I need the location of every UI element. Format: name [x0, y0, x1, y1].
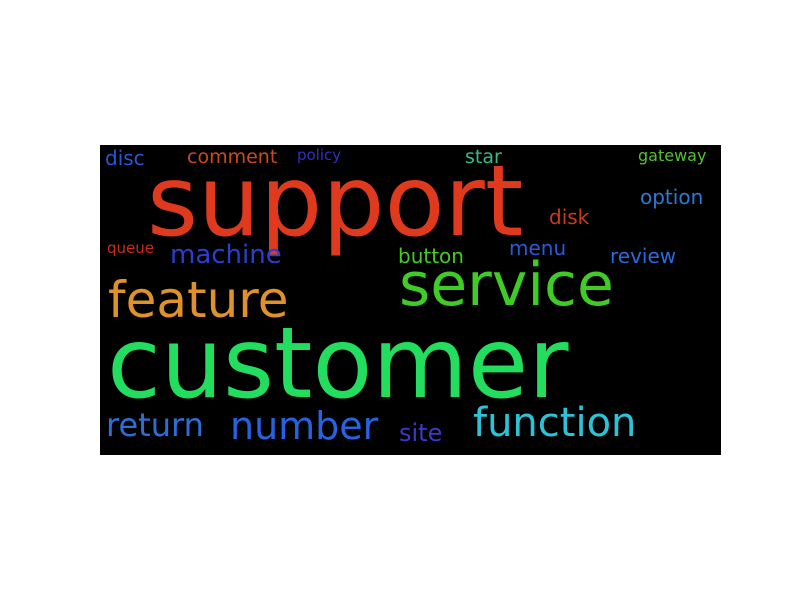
- word-disc: disc: [105, 146, 145, 170]
- word-menu: menu: [509, 236, 567, 260]
- word-review: review: [610, 244, 677, 268]
- word-gateway: gateway: [638, 146, 707, 165]
- word-service: service: [399, 250, 614, 320]
- word-option: option: [640, 185, 704, 209]
- word-machine: machine: [170, 240, 282, 270]
- word-feature: feature: [108, 271, 289, 329]
- word-support: support: [147, 145, 524, 259]
- word-customer: customer: [107, 307, 569, 421]
- word-return: return: [106, 406, 204, 444]
- word-comment: comment: [187, 146, 278, 168]
- word-button: button: [398, 244, 464, 268]
- word-number: number: [230, 404, 379, 448]
- word-site: site: [399, 419, 443, 447]
- word-function: function: [473, 400, 637, 446]
- word-disk: disk: [549, 205, 590, 229]
- word-star: star: [465, 146, 502, 168]
- word-queue: queue: [107, 239, 154, 257]
- word-cloud: support customer service feature functio…: [100, 145, 721, 455]
- word-policy: policy: [297, 146, 342, 164]
